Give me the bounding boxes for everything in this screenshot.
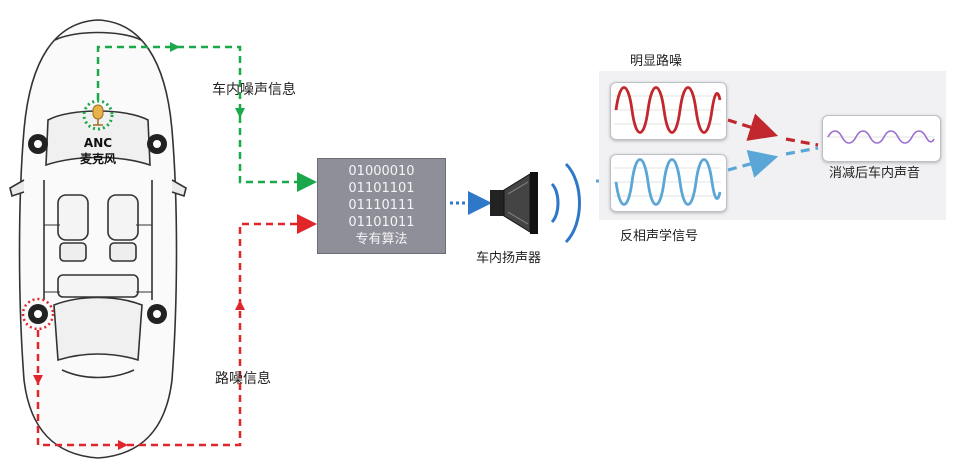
noise-to-result-arrow-tail xyxy=(785,137,819,147)
result-wave xyxy=(827,130,935,144)
binary-line-3: 01110111 xyxy=(348,198,415,213)
noise-to-result-arrow xyxy=(727,113,779,141)
speaker-label: 车内扬声器 xyxy=(476,251,542,266)
result-wave-box xyxy=(822,115,941,162)
wheel-front-left xyxy=(28,134,48,154)
binary-line-4: 01101011 xyxy=(348,215,415,230)
after-cancel-label: 消减后车内声音 xyxy=(829,166,921,181)
car-top-view xyxy=(9,19,187,459)
antiphase-to-result-arrow xyxy=(727,150,779,178)
wheel-rear-right xyxy=(147,304,167,324)
algorithm-name: 专有算法 xyxy=(355,232,408,247)
anc-label-line1: ANC xyxy=(83,136,113,150)
obvious-noise-wave xyxy=(614,86,722,134)
binary-line-2: 01101101 xyxy=(348,181,415,196)
wheel-front-right xyxy=(147,134,167,154)
speaker-icon xyxy=(490,162,581,244)
wheel-rear-left xyxy=(28,304,48,324)
binary-line-1: 01000010 xyxy=(348,164,415,179)
anc-label-line2: 麦克风 xyxy=(79,152,116,166)
antiphase-to-result-arrow-tail xyxy=(785,146,819,156)
anti-phase-label: 反相声学信号 xyxy=(620,229,699,244)
anti-phase-wave xyxy=(614,158,722,206)
road-noise-path xyxy=(36,214,317,447)
cabin-noise-path xyxy=(96,45,317,192)
road-noise-info-label: 路噪信息 xyxy=(215,371,271,387)
road-noise-source-highlight xyxy=(21,297,55,331)
microphone-icon xyxy=(82,99,114,131)
algorithm-box: 01000010 01101101 01110111 01101011 专有算法 xyxy=(317,158,446,254)
anc-microphone-label: ANC 麦克风 xyxy=(76,135,120,167)
obvious-noise-label: 明显路噪 xyxy=(630,54,683,69)
cabin-noise-info-label: 车内噪声信息 xyxy=(212,82,296,98)
